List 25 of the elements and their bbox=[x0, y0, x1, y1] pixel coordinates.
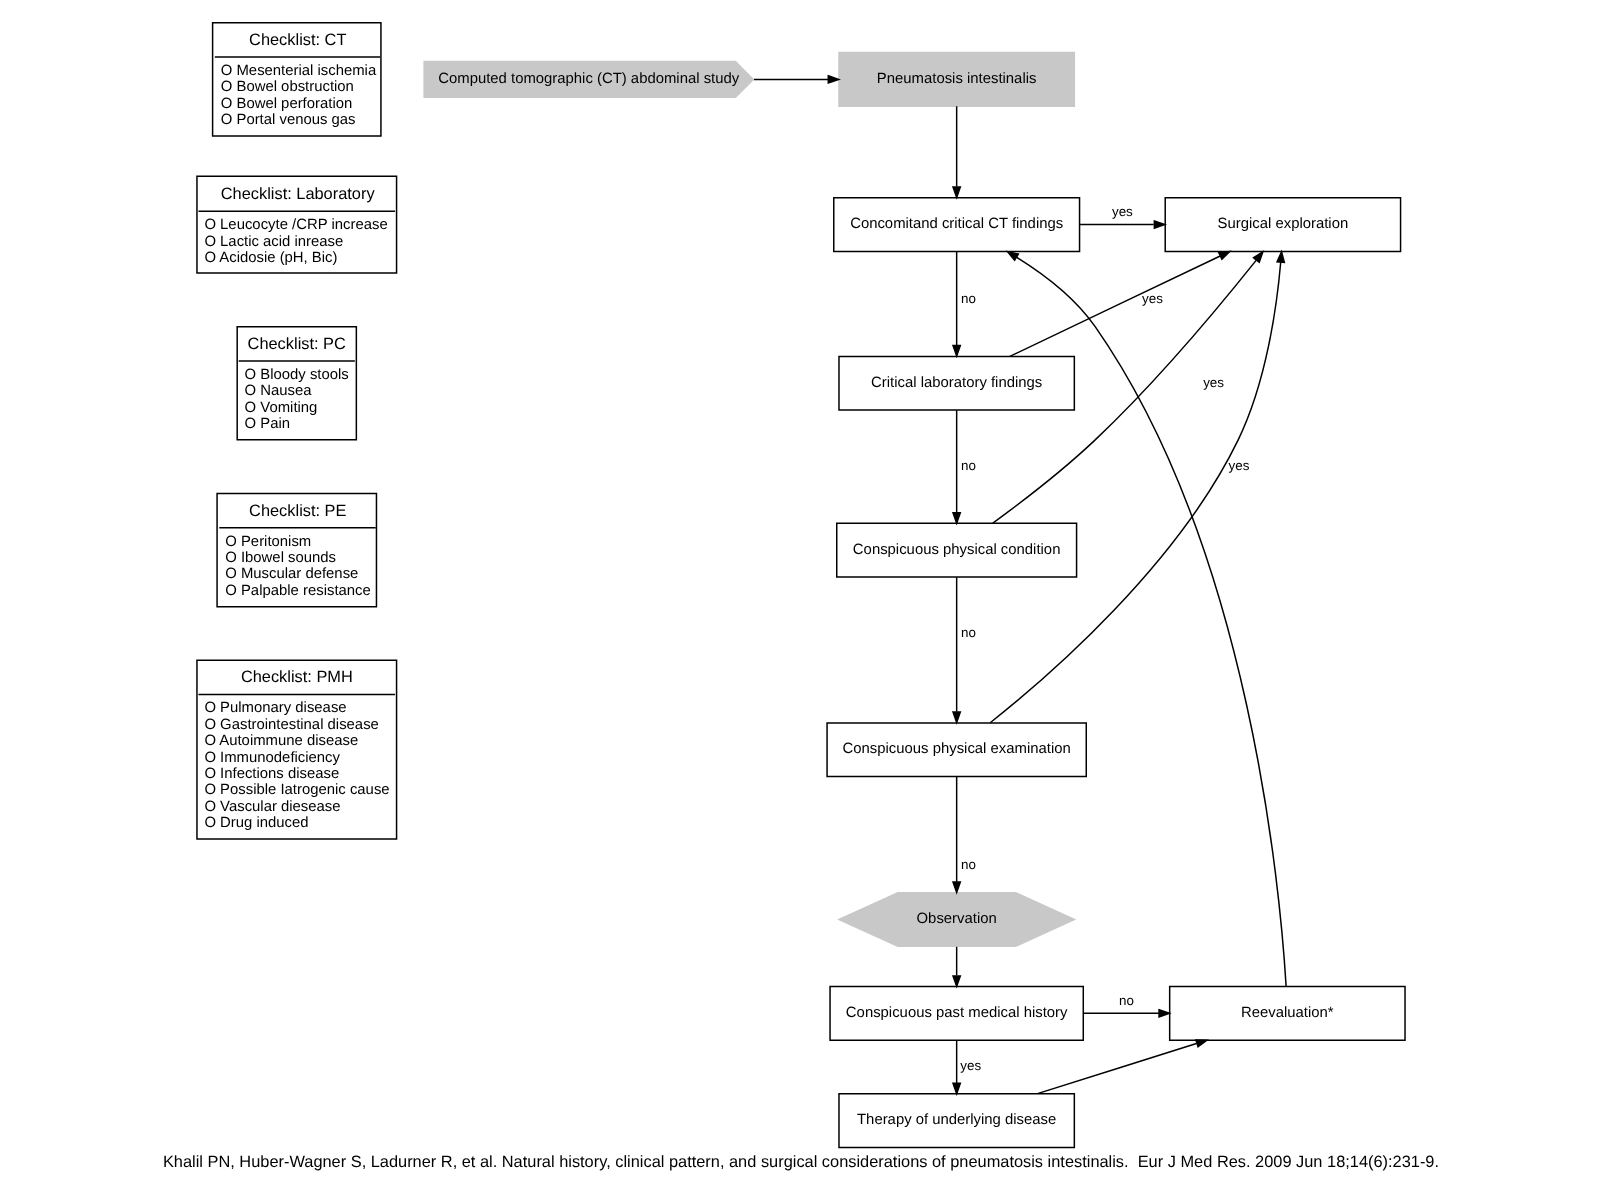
arrow bbox=[1004, 250, 1286, 988]
arrow bbox=[1008, 250, 1231, 358]
node-box: Therapy of underlying disease bbox=[837, 1093, 1075, 1149]
node-box: Conspicuous physical condition bbox=[835, 522, 1077, 578]
node-box: Concomitand critical CT findings bbox=[832, 197, 1080, 253]
node-box: Pneumatosis intestinalis bbox=[837, 51, 1075, 107]
arrow bbox=[1035, 1039, 1209, 1095]
node-box: Conspicuous past medical history bbox=[828, 985, 1084, 1041]
arrow bbox=[991, 250, 1264, 524]
arrow bbox=[950, 105, 961, 200]
arrow bbox=[950, 409, 961, 526]
caption: Khalil PN, Huber-Wagner S, Ladurner R, et al. Natural history, clinical pattern, and surgical considerations of pneumatosis intestinalis. Eur J Med Res. 2009 Jun 18;14(6):231-9. bbox=[161, 1152, 1439, 1171]
arrow bbox=[950, 946, 961, 989]
arrow bbox=[988, 249, 1285, 724]
arrow bbox=[950, 251, 961, 359]
node-box: Conspicuous physical examination bbox=[825, 722, 1086, 778]
arrow bbox=[950, 775, 961, 895]
arrow bbox=[950, 1039, 961, 1096]
arrow bbox=[950, 576, 961, 725]
node-box: Reevaluation* bbox=[1167, 985, 1405, 1041]
arrow bbox=[752, 74, 840, 85]
node-box: Surgical exploration bbox=[1163, 197, 1401, 253]
node-box: Critical laboratory findings bbox=[837, 355, 1075, 411]
arrow bbox=[1081, 1008, 1171, 1019]
arrow bbox=[1078, 219, 1167, 230]
